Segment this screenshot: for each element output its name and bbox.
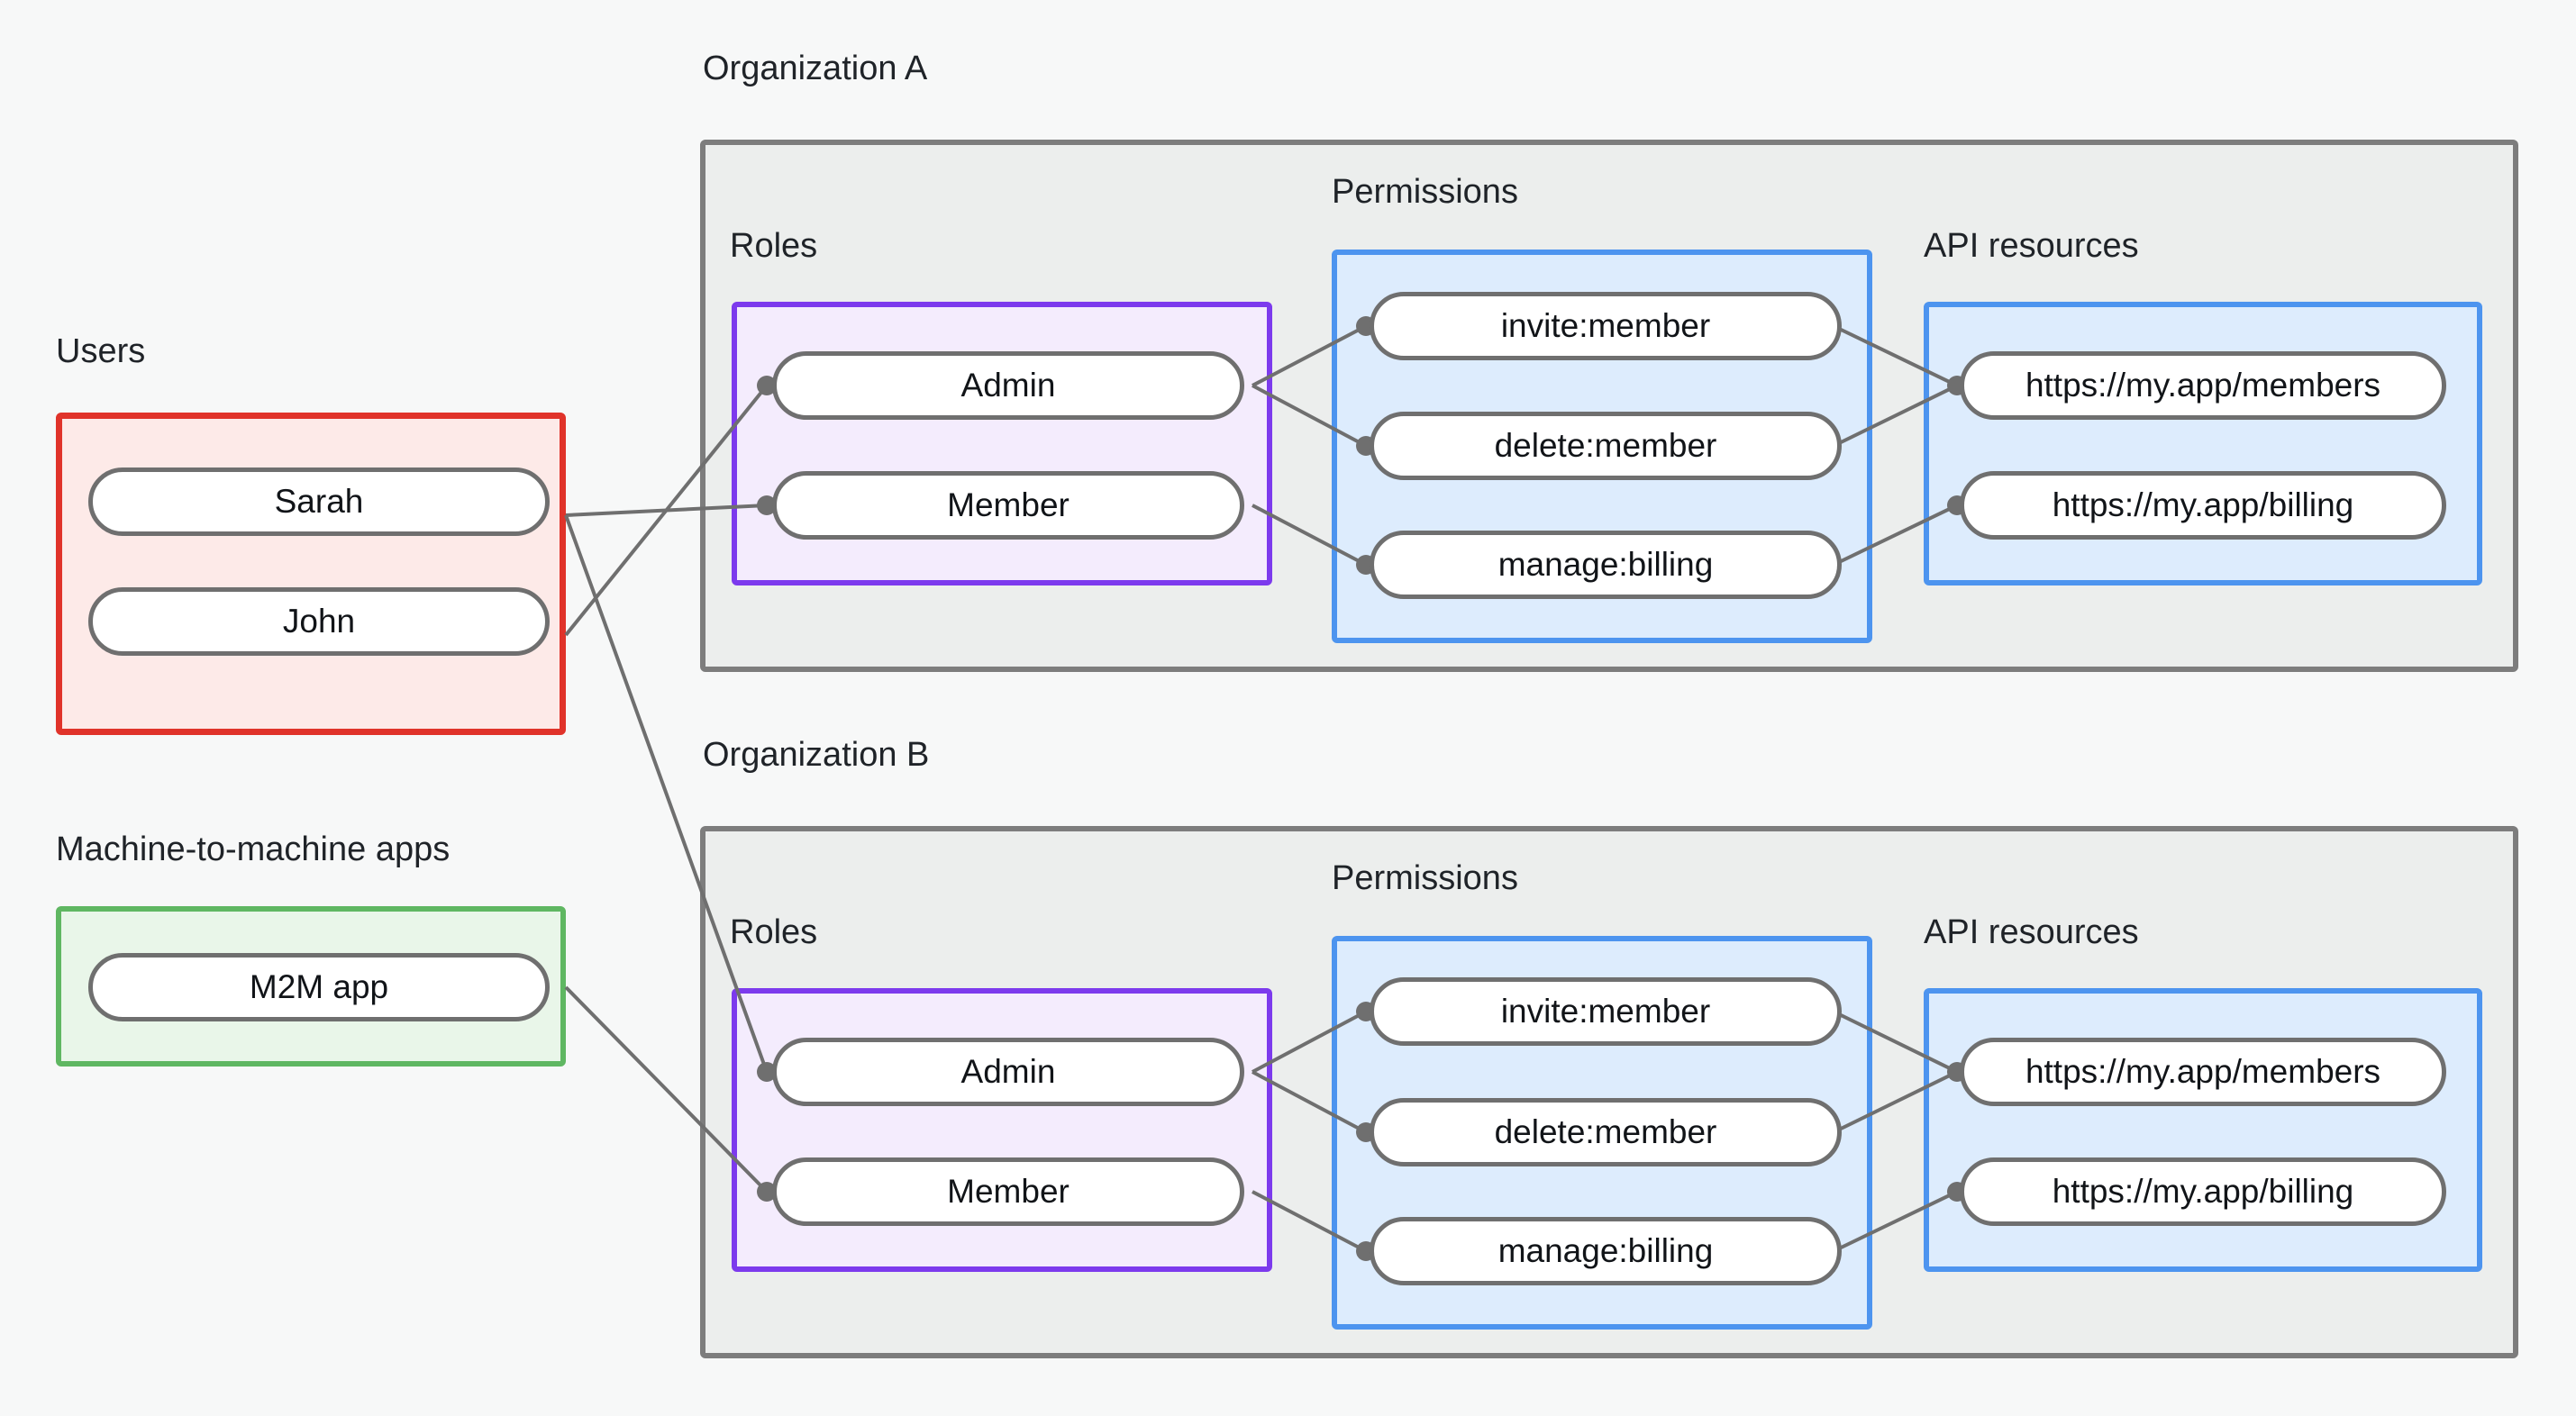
org-a-api-resource-members[interactable]: https://my.app/members xyxy=(1960,351,2446,420)
org-a-role-admin[interactable]: Admin xyxy=(772,351,1244,420)
org-b-role-admin[interactable]: Admin xyxy=(772,1038,1244,1106)
org-b-api-resources-box xyxy=(1924,988,2482,1272)
org-a-permissions-label: Permissions xyxy=(1332,173,1518,211)
users-group-box xyxy=(56,413,566,735)
org-b-roles-label: Roles xyxy=(730,913,818,951)
org-b-api-resource-members[interactable]: https://my.app/members xyxy=(1960,1038,2446,1106)
user-node-sarah[interactable]: Sarah xyxy=(88,467,550,536)
org-a-permission-manage-billing[interactable]: manage:billing xyxy=(1370,531,1842,599)
user-node-john[interactable]: John xyxy=(88,587,550,656)
org-a-roles-box xyxy=(732,302,1272,585)
org-b-label: Organization B xyxy=(703,736,930,774)
org-b-role-member[interactable]: Member xyxy=(772,1157,1244,1226)
org-b-api-resource-billing[interactable]: https://my.app/billing xyxy=(1960,1157,2446,1226)
org-b-permissions-label: Permissions xyxy=(1332,859,1518,897)
users-group-label: Users xyxy=(56,332,146,370)
org-b-roles-box xyxy=(732,988,1272,1272)
m2m-group-label: Machine-to-machine apps xyxy=(56,831,451,868)
org-a-permission-delete-member[interactable]: delete:member xyxy=(1370,412,1842,480)
org-a-api-resources-label: API resources xyxy=(1924,227,2139,265)
org-a-roles-label: Roles xyxy=(730,227,818,265)
org-a-api-resources-box xyxy=(1924,302,2482,585)
org-b-permission-invite-member[interactable]: invite:member xyxy=(1370,977,1842,1046)
org-a-label: Organization A xyxy=(703,50,928,87)
org-a-permission-invite-member[interactable]: invite:member xyxy=(1370,292,1842,360)
org-b-permission-manage-billing[interactable]: manage:billing xyxy=(1370,1217,1842,1285)
org-b-permission-delete-member[interactable]: delete:member xyxy=(1370,1098,1842,1166)
org-a-role-member[interactable]: Member xyxy=(772,471,1244,540)
org-a-api-resource-billing[interactable]: https://my.app/billing xyxy=(1960,471,2446,540)
m2m-node-app[interactable]: M2M app xyxy=(88,953,550,1021)
org-b-api-resources-label: API resources xyxy=(1924,913,2139,951)
